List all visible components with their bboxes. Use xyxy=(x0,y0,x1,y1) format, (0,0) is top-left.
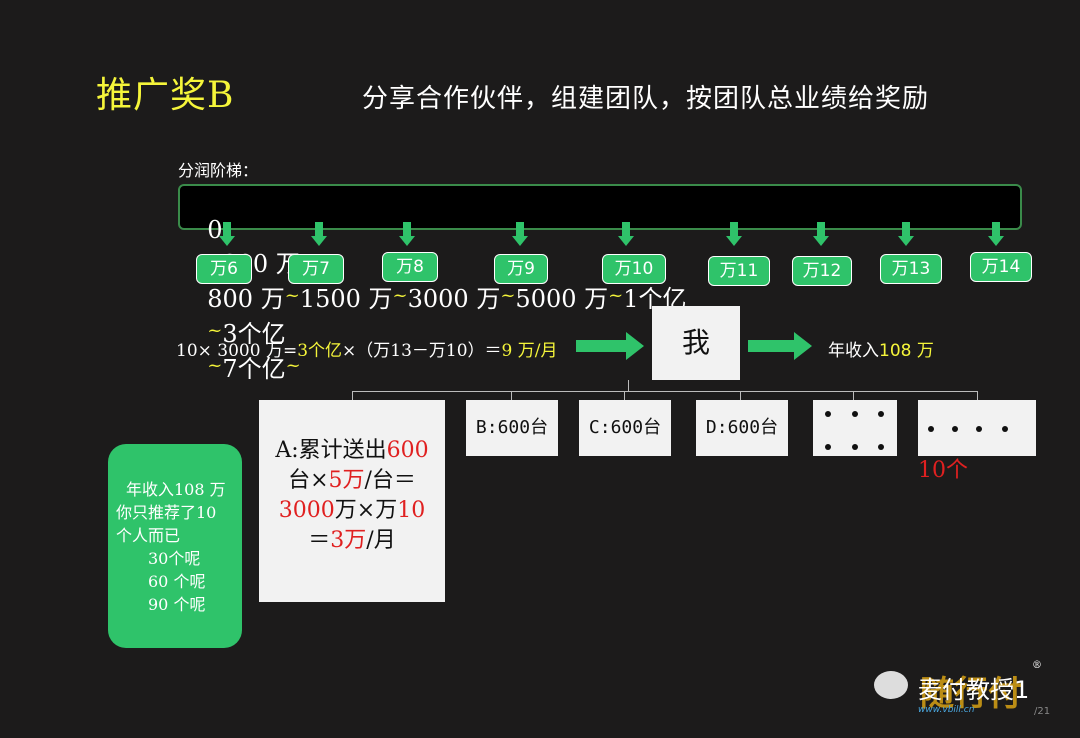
right-arrow-icon xyxy=(748,332,812,360)
tree-connector xyxy=(740,391,741,401)
node-d: D:600台 xyxy=(696,400,788,456)
node-a-line: 3000万×万10 xyxy=(278,498,426,523)
tilde-mark: ~ xyxy=(608,285,624,306)
formula-result: 9 万/月 xyxy=(501,341,558,361)
ten-label: 10个 xyxy=(918,458,968,483)
tilde-mark: ~ xyxy=(392,285,408,306)
down-arrow-icon xyxy=(726,222,742,246)
tier-badge: 万11 xyxy=(708,256,770,286)
tilde-mark: ~ xyxy=(500,285,516,306)
down-arrow-icon xyxy=(399,222,415,246)
down-arrow-icon xyxy=(311,222,327,246)
watermark-url: www.vbill.cn xyxy=(918,705,975,715)
watermark-text: 麦付教授1 xyxy=(918,676,1030,704)
dot-icon xyxy=(825,444,831,450)
node-more-dots xyxy=(918,400,1036,456)
note-line: 60 个呢 xyxy=(148,572,206,591)
node-a-line: A:累计送出600 xyxy=(275,438,429,463)
dot-icon xyxy=(878,444,884,450)
down-arrow-icon xyxy=(512,222,528,246)
down-arrow-icon xyxy=(813,222,829,246)
tree-connector xyxy=(977,391,978,401)
tree-connector xyxy=(624,391,625,401)
ladder-segment: 3个亿 xyxy=(222,320,286,348)
down-arrow-icon xyxy=(988,222,1004,246)
ladder-segment: 800 万 xyxy=(207,285,285,313)
tree-connector xyxy=(352,391,978,392)
ladder-label: 分润阶梯： xyxy=(178,161,259,180)
ladder-segment: 0 xyxy=(207,216,223,244)
right-arrow-icon xyxy=(576,332,644,360)
slide-subtitle: 分享合作伙伴，组建团队，按团队总业绩给奖励 xyxy=(362,84,930,114)
tier-badge: 万8 xyxy=(382,252,438,282)
tier-badge: 万10 xyxy=(602,254,666,284)
ladder-text: 0 ~300 万~ 800 万~1500 万~3000 万~5000 万~1个亿… xyxy=(192,188,686,384)
page-number: /21 xyxy=(1034,706,1051,717)
dot-icon xyxy=(852,411,858,417)
note-line: 个人而已 xyxy=(116,526,181,545)
slide-title: 推广奖B xyxy=(96,75,235,116)
formula-highlight: 3个亿 xyxy=(297,341,343,361)
income-note: 年收入108 万 你只推荐了10 个人而已 30个呢 60 个呢 90 个呢 xyxy=(108,444,242,648)
down-arrow-icon xyxy=(618,222,634,246)
node-c: C:600台 xyxy=(579,400,671,456)
tier-badge: 万7 xyxy=(288,254,344,284)
node-a: A:累计送出600 台×5万/台＝ 3000万×万10 ＝3万/月 xyxy=(259,400,445,602)
dot-icon xyxy=(878,411,884,417)
dot-icon xyxy=(928,426,934,432)
tier-badge: 万14 xyxy=(970,252,1032,282)
note-line: 年收入108 万 xyxy=(126,480,226,499)
dot-icon xyxy=(852,444,858,450)
ladder-segment: 1500 万 xyxy=(299,285,393,313)
down-arrow-icon xyxy=(898,222,914,246)
brand-logo: 随行付 xyxy=(920,674,1022,714)
formula-prefix: 10× 3000 万= xyxy=(176,341,298,361)
node-b: B:600台 xyxy=(466,400,558,456)
ladder-segment: 5000 万 xyxy=(515,285,609,313)
formula-middle: ×（万13－万10）＝ xyxy=(342,341,502,361)
down-arrow-icon xyxy=(219,222,235,246)
tree-connector xyxy=(628,380,629,392)
tilde-mark: ~ xyxy=(285,355,301,376)
note-line: 90 个呢 xyxy=(148,595,206,614)
node-a-line: ＝3万/月 xyxy=(308,528,396,553)
note-line: 30个呢 xyxy=(148,549,201,568)
income-prefix: 年收入 xyxy=(828,341,879,361)
dot-icon xyxy=(1002,426,1008,432)
registered-mark: ® xyxy=(1032,660,1042,671)
income-value: 108 万 xyxy=(879,341,934,361)
tree-connector xyxy=(511,391,512,401)
node-more-dots xyxy=(813,400,897,456)
income-text: 年收入108 万 xyxy=(828,336,934,361)
dot-icon xyxy=(952,426,958,432)
tier-badge: 万9 xyxy=(494,254,548,284)
dot-icon xyxy=(976,426,982,432)
wechat-icon xyxy=(874,671,908,699)
note-line: 你只推荐了10 xyxy=(116,503,217,522)
tilde-mark: ~ xyxy=(207,320,223,341)
ladder-segment: 7个亿 xyxy=(222,355,286,383)
node-a-line: 台×5万/台＝ xyxy=(288,468,416,493)
tier-badge: 万13 xyxy=(880,254,942,284)
tier-badge: 万6 xyxy=(196,254,252,284)
tilde-mark: ~ xyxy=(284,285,300,306)
tree-connector xyxy=(352,391,353,401)
tilde-mark: ~ xyxy=(207,355,223,376)
me-box: 我 xyxy=(652,306,740,380)
ladder-segment: 3000 万 xyxy=(407,285,501,313)
formula-text: 10× 3000 万=3个亿×（万13－万10）＝9 万/月 xyxy=(176,336,558,361)
tree-connector xyxy=(853,391,854,401)
tier-badge: 万12 xyxy=(792,256,852,286)
dot-icon xyxy=(825,411,831,417)
